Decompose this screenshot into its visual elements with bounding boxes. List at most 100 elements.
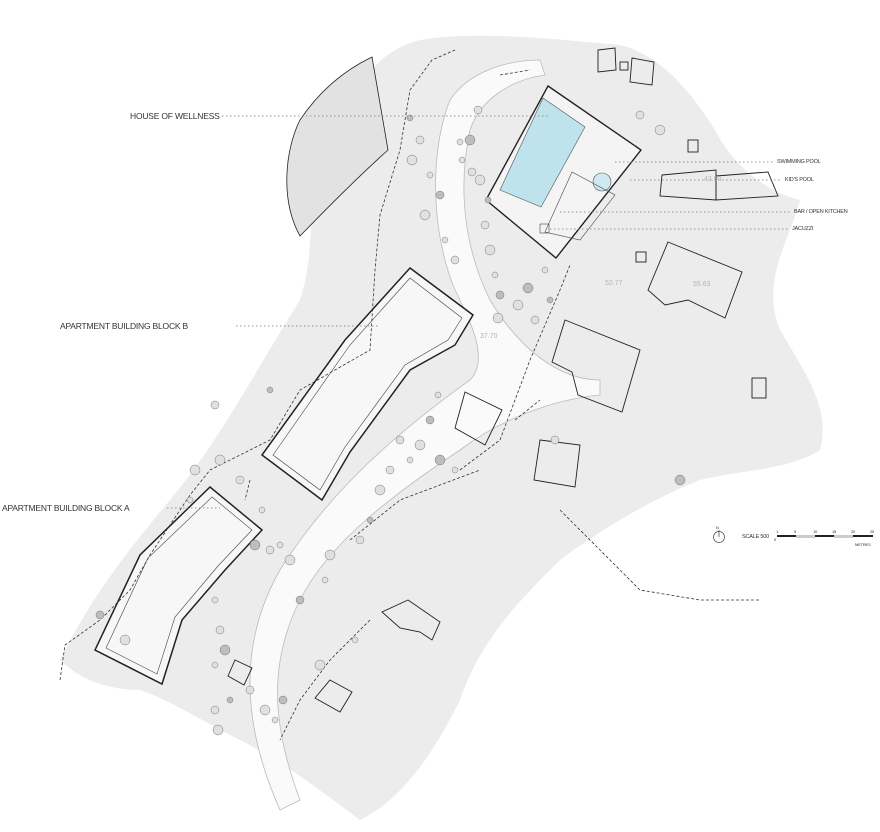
scale-bar (713, 530, 873, 543)
tree (186, 496, 194, 504)
site-boundary (59, 49, 760, 741)
apartment-block-a (94, 485, 264, 686)
tree (355, 535, 365, 545)
scale-tick: 15 (832, 529, 837, 534)
tree (366, 516, 374, 524)
tree (458, 156, 466, 164)
tree (212, 724, 224, 736)
tree (278, 695, 288, 705)
spot-elevation: 52.77 (605, 280, 623, 287)
tree (215, 625, 225, 635)
tree (284, 554, 296, 566)
scale-tick: 25 (870, 529, 875, 534)
tree (522, 282, 534, 294)
tree (266, 386, 274, 394)
neighbouring-buildings (227, 47, 779, 713)
leader-lines (167, 115, 790, 509)
tree (276, 541, 284, 549)
tree (473, 105, 483, 115)
tree (480, 220, 490, 230)
tree (314, 659, 326, 671)
label-bar-open-kitchen: BAR / OPEN KITCHEN (794, 209, 848, 215)
label-house-of-wellness: HOUSE OF WELLNESS (130, 111, 220, 121)
tree (414, 439, 426, 451)
tree (491, 271, 499, 279)
tree (406, 456, 414, 464)
kids-pool (592, 172, 612, 192)
tree (450, 255, 460, 265)
tree (484, 244, 496, 256)
jacuzzi (539, 223, 550, 234)
tree (321, 576, 329, 584)
tree (119, 634, 131, 646)
bar-open-kitchen (544, 171, 616, 241)
house-of-wellness-building (286, 56, 389, 237)
tree (211, 661, 219, 669)
tree (395, 435, 405, 445)
apartment-block-b (260, 266, 474, 502)
scale-tick: 20 (851, 529, 856, 534)
tree (189, 464, 201, 476)
tree (259, 704, 271, 716)
tree (546, 296, 554, 304)
tree (474, 174, 486, 186)
tree (654, 124, 666, 136)
tree (441, 236, 449, 244)
tree (451, 466, 459, 474)
tree (374, 484, 386, 496)
label-block-a: APARTMENT BUILDING BLOCK A (2, 503, 130, 513)
tree (271, 716, 279, 724)
tree (385, 465, 395, 475)
access-road (249, 59, 601, 811)
tree (210, 400, 220, 410)
tree (415, 135, 425, 145)
spot-elevation: 37.70 (480, 333, 498, 340)
trees (95, 105, 686, 736)
spot-elevation: 55.63 (693, 281, 711, 288)
scale-tick: 5 (794, 529, 797, 534)
tree (419, 209, 431, 221)
tree (214, 454, 226, 466)
tree (324, 549, 336, 561)
tree (245, 685, 255, 695)
tree (674, 474, 686, 486)
label-swimming-pool: SWIMMING POOL (777, 159, 821, 165)
tree (530, 315, 540, 325)
tree (351, 636, 359, 644)
swimming-pool (499, 97, 586, 208)
label-block-b: APARTMENT BUILDING BLOCK B (60, 321, 188, 331)
tree (211, 596, 219, 604)
tree (456, 138, 464, 146)
scale-tick: 10 (813, 529, 818, 534)
tree (541, 266, 549, 274)
tree (426, 171, 434, 179)
tree (258, 506, 266, 514)
tree (219, 644, 231, 656)
tree (226, 696, 234, 704)
tree (425, 415, 435, 425)
tree (95, 610, 105, 620)
scale-tick: 0 (774, 537, 777, 542)
tree (235, 475, 245, 485)
tree (464, 134, 476, 146)
scale-label: SCALE 500 (742, 534, 769, 540)
scale-tick: 1 (776, 529, 779, 534)
tree (406, 154, 418, 166)
tree (484, 196, 492, 204)
pool-building (485, 84, 643, 259)
tree (435, 190, 445, 200)
tree (512, 299, 524, 311)
tree (434, 391, 442, 399)
scale-unit: METRES (855, 542, 871, 547)
tree (295, 595, 305, 605)
spot-elevation: 43.94 (704, 176, 722, 183)
tree (265, 545, 275, 555)
tree (434, 454, 446, 466)
label-kids-pool: KID'S POOL (785, 177, 814, 183)
tree (492, 312, 504, 324)
tree (210, 705, 220, 715)
tree (495, 290, 505, 300)
north-label: N (716, 525, 719, 530)
tree (550, 435, 560, 445)
